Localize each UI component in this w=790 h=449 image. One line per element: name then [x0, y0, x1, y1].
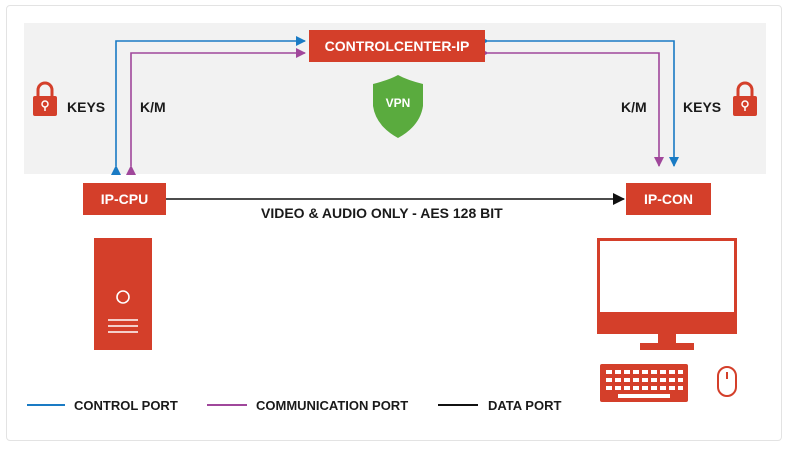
legend-label-communication: COMMUNICATION PORT: [256, 398, 409, 413]
vpn-label: VPN: [385, 96, 411, 110]
control-line-right: [479, 36, 679, 167]
keys-label-left: KEYS: [67, 99, 106, 115]
legend-line-communication: [207, 404, 247, 406]
keys-label-right: KEYS: [683, 99, 722, 115]
ip-con-label: IP-CON: [644, 191, 693, 207]
controlcenter-ip-label: CONTROLCENTER-IP: [324, 38, 470, 54]
legend-line-data: [438, 404, 478, 406]
communication-line-left: [126, 48, 306, 175]
ip-con-node: IP-CON: [626, 183, 711, 215]
ip-cpu-node: IP-CPU: [83, 183, 166, 215]
legend-label-control: CONTROL PORT: [74, 398, 178, 413]
control-line-left: [111, 36, 306, 175]
km-label-left: K/M: [140, 99, 166, 115]
data-link-label: VIDEO & AUDIO ONLY - AES 128 BIT: [261, 205, 503, 221]
ip-cpu-label: IP-CPU: [100, 191, 149, 207]
legend-line-control: [27, 404, 65, 406]
controlcenter-ip-node: CONTROLCENTER-IP: [309, 30, 485, 62]
communication-line-right: [479, 48, 664, 167]
km-label-right: K/M: [621, 99, 647, 115]
legend-label-data: DATA PORT: [488, 398, 562, 413]
